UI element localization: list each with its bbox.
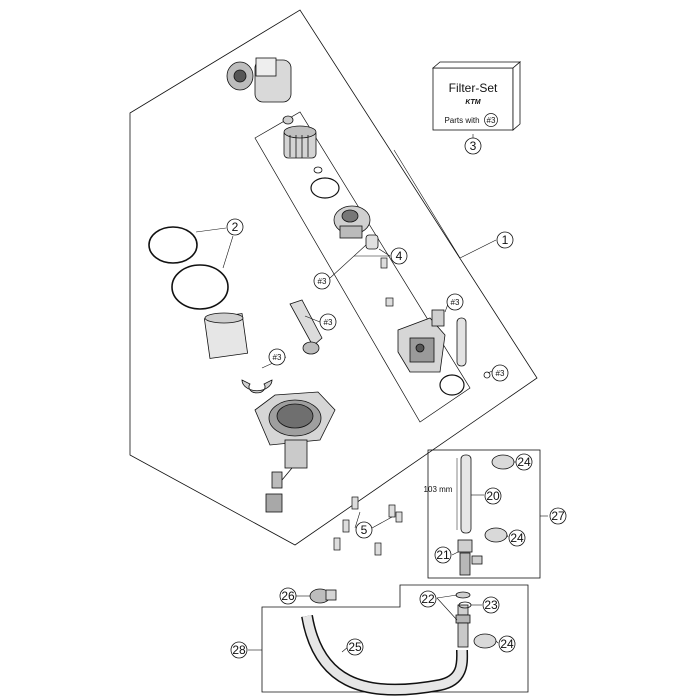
filter-set-parts-label: Parts with — [444, 116, 479, 125]
callout-5: 5 — [355, 521, 373, 539]
svg-text:20: 20 — [486, 489, 500, 503]
svg-text:22: 22 — [421, 592, 435, 606]
svg-text:3: 3 — [470, 139, 477, 153]
filter-set-title: Filter-Set — [449, 81, 498, 95]
filter-set-box: Filter-Set KTM Parts with #3 — [431, 61, 522, 131]
ref-3-near-clip: #3 — [319, 313, 337, 331]
ref-3-near-bracket: #3 — [446, 293, 464, 311]
hose-20-part — [460, 454, 472, 534]
connector-22-part — [455, 591, 471, 648]
ref-3-near-sleeve: #3 — [313, 272, 331, 290]
pump-oring-large-part — [439, 374, 465, 396]
callout-24-top: 24 — [515, 453, 533, 471]
hose-25-part — [301, 614, 469, 696]
oring-small-part — [313, 166, 323, 174]
leader-lines — [195, 134, 548, 653]
svg-text:#3: #3 — [451, 298, 460, 307]
svg-text:25: 25 — [348, 640, 362, 654]
pump-oring-part — [483, 371, 491, 379]
svg-text:27: 27 — [551, 509, 565, 523]
clamps-24-part — [473, 454, 515, 649]
pressure-regulator-part — [333, 205, 371, 239]
filter-set-ref: #3 — [487, 116, 496, 125]
svg-text:#3: #3 — [324, 318, 333, 327]
group-28-box — [261, 584, 529, 693]
ref-3-near-pipe: #3 — [491, 364, 509, 382]
fuel-filter-part — [283, 125, 317, 159]
assembly-1-outline — [129, 9, 538, 546]
callout-1: 1 — [496, 231, 514, 249]
svg-text:28: 28 — [232, 643, 246, 657]
small-oring-part — [282, 115, 294, 125]
clip-nut-part — [302, 341, 320, 355]
filter-set-ref-circle — [484, 113, 498, 127]
pump-flange-part — [254, 391, 336, 513]
callout-4: 4 — [390, 247, 408, 265]
screw-4-part — [380, 257, 388, 269]
svg-text:2: 2 — [232, 220, 239, 234]
half-ring-part — [241, 379, 273, 394]
filter-sleeve-part — [203, 312, 249, 359]
svg-text:24: 24 — [517, 455, 531, 469]
svg-text:4: 4 — [396, 249, 403, 263]
screws-5-part — [333, 496, 403, 556]
svg-text:26: 26 — [281, 589, 295, 603]
screw-small-part — [385, 297, 394, 307]
callout-23: 23 — [482, 596, 500, 614]
connector-21-part — [457, 539, 483, 576]
hose-25-inner — [302, 615, 467, 695]
callout-20: 20 — [484, 487, 502, 505]
svg-text:24: 24 — [510, 531, 524, 545]
svg-text:#3: #3 — [318, 277, 327, 286]
pump-motor-part — [397, 309, 446, 373]
svg-text:#3: #3 — [496, 369, 505, 378]
svg-text:24: 24 — [500, 637, 514, 651]
oring-large-part — [310, 177, 340, 199]
big-oring-1-part — [148, 226, 198, 264]
callout-27: 27 — [549, 507, 567, 525]
callout-2: 2 — [226, 218, 244, 236]
callout-26: 26 — [279, 587, 297, 605]
pump-subassembly-outline — [254, 111, 471, 423]
svg-text:5: 5 — [361, 523, 368, 537]
callout-24-bottom: 24 — [498, 635, 516, 653]
svg-text:23: 23 — [484, 598, 498, 612]
pump-head-part — [226, 57, 292, 103]
big-oring-2-part — [171, 264, 229, 310]
svg-text:1: 1 — [502, 233, 509, 247]
sleeve-part — [365, 234, 379, 250]
svg-text:#3: #3 — [273, 353, 282, 362]
group-27-box — [427, 449, 541, 579]
callout-21: 21 — [434, 546, 452, 564]
clip-part — [289, 299, 323, 347]
callout-22: 22 — [419, 590, 437, 608]
svg-text:21: 21 — [436, 548, 450, 562]
dimension-label: 103 mm — [424, 485, 453, 494]
clamp-26-part — [309, 588, 337, 604]
callout-25: 25 — [346, 638, 364, 656]
pump-pipe-part — [456, 317, 467, 367]
filter-set-brand: KTM — [465, 99, 480, 106]
ref-3-near-half-ring: #3 — [268, 348, 286, 366]
callout-3: 3 — [464, 137, 482, 155]
callout-24-middle: 24 — [508, 529, 526, 547]
callout-28: 28 — [230, 641, 248, 659]
